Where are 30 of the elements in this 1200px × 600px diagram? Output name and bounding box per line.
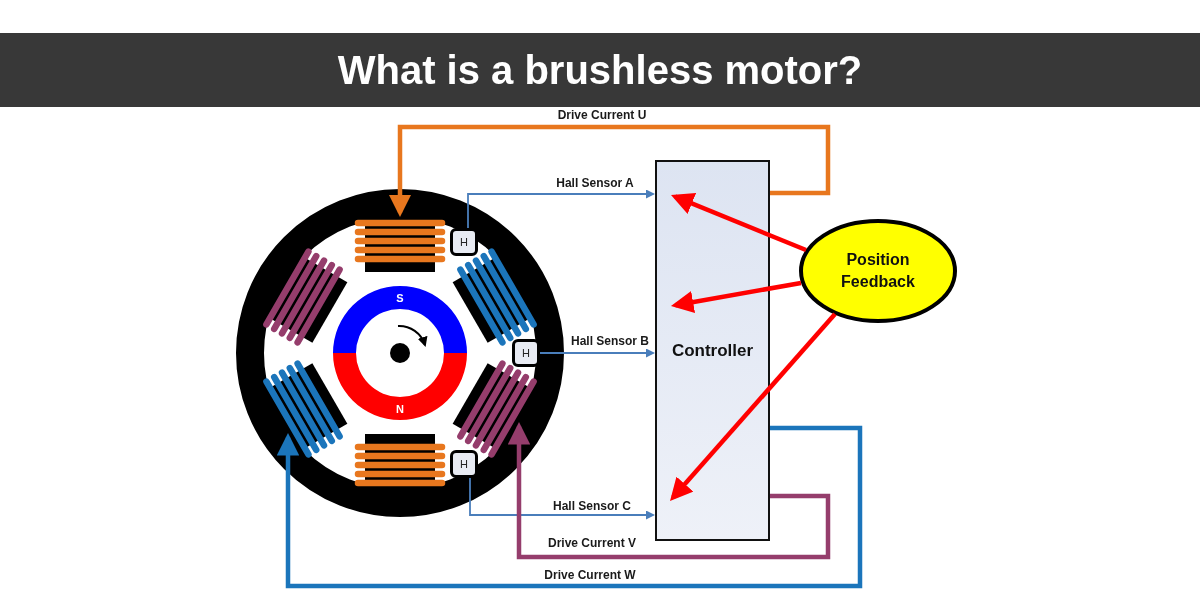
arrow [539,348,655,358]
stator-coil [263,360,348,458]
rotor-magnet [333,286,467,420]
arrow [671,193,807,253]
arrow [469,477,655,520]
controller-box [655,160,770,541]
edge-label: Drive Current U [555,108,649,122]
feedback-ellipse [799,219,957,323]
arrow [467,189,655,229]
hall-sensor: H [512,339,540,367]
edge-label: Drive Current V [546,536,638,550]
arrow [276,425,863,589]
edge-label: Hall Sensor C [551,499,633,513]
stator-coil [354,434,446,490]
node-label: Controller [671,340,754,361]
title: What is a brushless motor? [337,47,863,93]
hall-sensor: H [450,228,478,256]
arrow [388,124,831,217]
edge-label: Hall Sensor A [554,176,636,190]
edge-label: Hall Sensor B [569,334,651,348]
pole-label: N [396,402,404,415]
node-label: Position Feedback [840,250,916,292]
edge-label: Drive Current W [542,568,638,582]
arrow [670,280,802,314]
hall-sensor: H [450,450,478,478]
arrow [670,312,837,501]
pole-label: S [396,291,404,304]
arrow [507,422,831,560]
stator-coil [354,216,446,272]
stator-coil [263,248,348,346]
